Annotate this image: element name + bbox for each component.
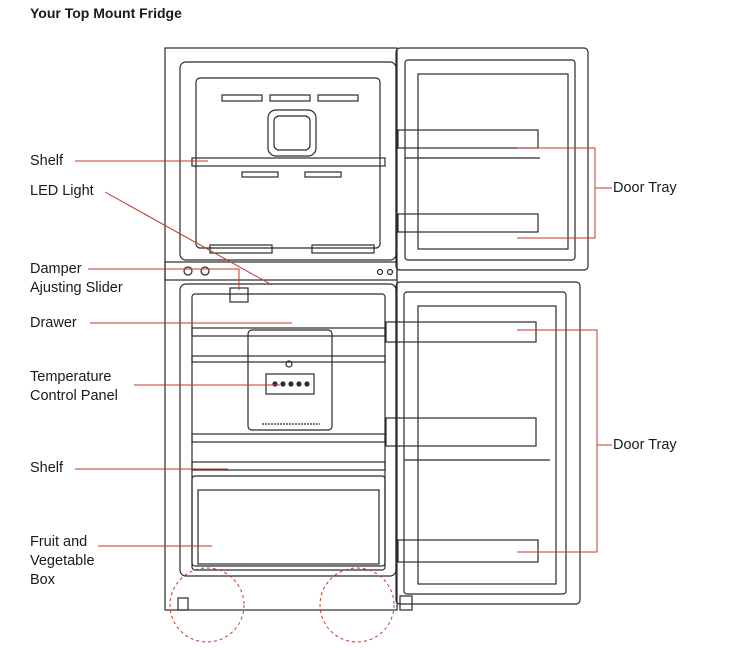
leader-led-light xyxy=(104,191,273,286)
freezer-compartment xyxy=(179,61,397,261)
label-drawer: Drawer xyxy=(30,315,77,331)
label-door-tray-top: Door Tray xyxy=(613,180,677,196)
crisper-box xyxy=(191,475,386,571)
label-temperature-line2: Control Panel xyxy=(30,388,118,404)
damper-slider xyxy=(229,287,249,303)
label-door-tray-bottom: Door Tray xyxy=(613,437,677,453)
fridge-shelf xyxy=(191,461,386,471)
drawer xyxy=(191,327,386,337)
label-shelf-bottom: Shelf xyxy=(30,460,64,476)
freezer-ice-tray xyxy=(267,109,317,157)
freezer-door xyxy=(395,47,589,271)
divider-strip xyxy=(164,261,398,281)
label-fruit-line3: Box xyxy=(30,572,55,588)
label-fruit-line2: Vegetable xyxy=(30,553,95,569)
fresh-food-door xyxy=(395,281,581,605)
fresh-door-tray-2 xyxy=(385,417,537,447)
leader-damper xyxy=(88,268,240,290)
label-temperature-line1: Temperature xyxy=(30,369,112,385)
page-title: Your Top Mount Fridge xyxy=(30,5,182,21)
leader-door-tray-bottom xyxy=(517,329,598,553)
label-led-light: LED Light xyxy=(30,183,94,199)
fresh-door-tray-1 xyxy=(385,321,537,343)
leader-door-tray-top xyxy=(517,147,596,239)
temperature-control-box xyxy=(247,329,333,431)
freezer-door-tray-1 xyxy=(397,129,539,149)
label-damper-line2: Ajusting Slider xyxy=(30,280,123,296)
leveling-foot-left xyxy=(169,567,245,643)
label-fruit-line1: Fruit and xyxy=(30,534,88,550)
freezer-shelf xyxy=(191,157,386,167)
fridge-cabinet xyxy=(164,47,398,611)
label-damper-line1: Damper xyxy=(30,261,82,277)
leveling-foot-right xyxy=(319,567,395,643)
freezer-door-tray-2 xyxy=(397,213,539,233)
fresh-door-tray-3 xyxy=(397,539,539,563)
label-shelf-top: Shelf xyxy=(30,153,64,169)
